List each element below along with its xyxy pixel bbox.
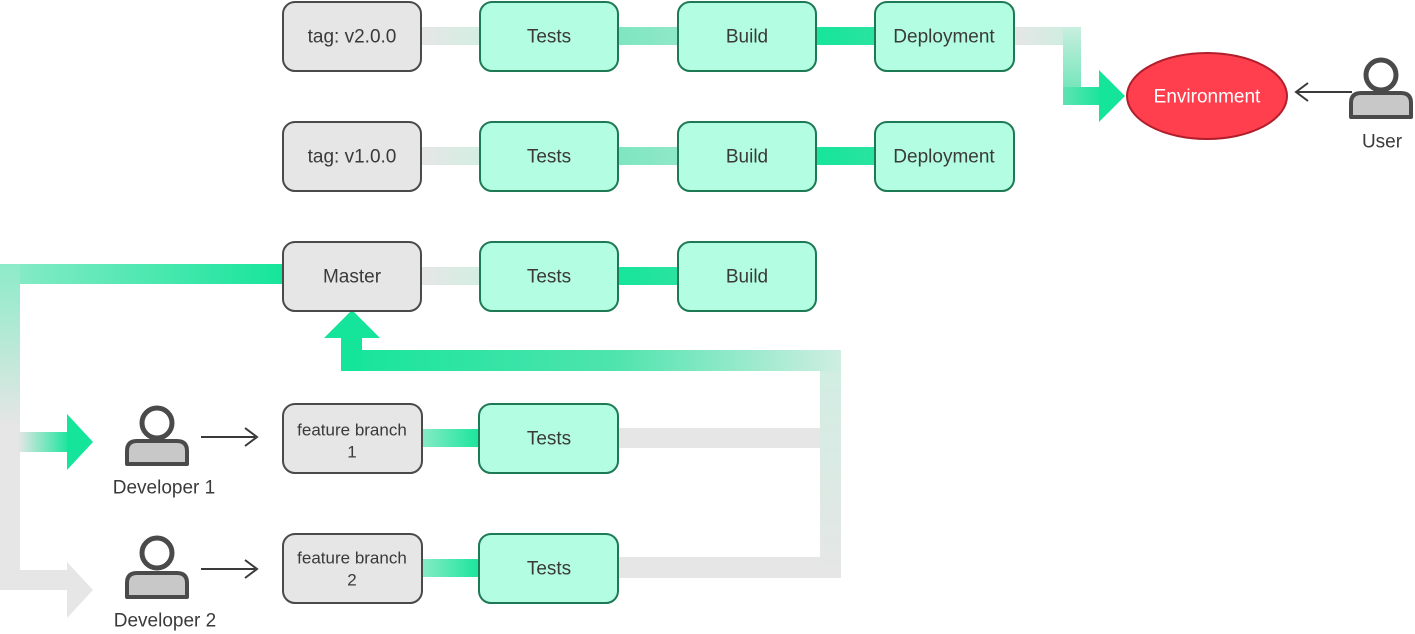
connector-tests-build xyxy=(617,267,679,285)
connector-build-deploy xyxy=(815,147,877,165)
feature-row-1: Developer 1 feature branch 1 Tests xyxy=(113,403,619,499)
pipeline-row-master: Master Tests Build xyxy=(282,241,817,312)
connector-tag2-tests xyxy=(420,27,482,45)
stage-box-build[interactable]: Build xyxy=(677,241,817,312)
connector-feature2-tests xyxy=(420,559,482,577)
stage-label: Build xyxy=(726,147,768,168)
connector-left-vertical xyxy=(0,264,20,590)
environment-label: Environment xyxy=(1154,87,1261,108)
stage-box-build[interactable]: Build xyxy=(677,1,817,72)
arrow-developer2-to-branch xyxy=(201,559,259,579)
developer-label: Developer 2 xyxy=(114,611,216,632)
arrow-developer1-to-branch xyxy=(201,427,259,447)
stage-label: Tests xyxy=(527,429,571,450)
connector-deploy-down xyxy=(1063,27,1081,105)
connectors xyxy=(0,27,1125,618)
stage-box-tests[interactable]: Tests xyxy=(479,1,619,72)
stage-label: Build xyxy=(726,267,768,288)
developer-1: Developer 1 xyxy=(113,405,215,499)
source-label: Master xyxy=(323,267,382,288)
user: User xyxy=(1349,57,1413,153)
stage-label: Deployment xyxy=(893,147,995,168)
feature-row-2: Developer 2 feature branch 2 Tests xyxy=(114,533,619,632)
developer-2: Developer 2 xyxy=(114,535,216,632)
feature-branch-number: 2 xyxy=(347,571,356,590)
connector-left-to-dev1 xyxy=(18,432,70,452)
source-label: tag: v1.0.0 xyxy=(308,147,397,168)
connector-merge-up xyxy=(341,334,362,371)
arrowhead-to-environment xyxy=(1099,70,1125,122)
person-icon xyxy=(1349,57,1413,119)
connector-tests-build xyxy=(617,27,679,45)
connector-tests-build xyxy=(617,147,679,165)
stage-label: Tests xyxy=(527,267,571,288)
developer-label: Developer 1 xyxy=(113,478,215,499)
stage-box-deployment[interactable]: Deployment xyxy=(874,121,1015,192)
arrowhead-to-developer-2 xyxy=(67,562,93,618)
connector-left-to-dev2 xyxy=(18,570,70,590)
connector-master-tests xyxy=(420,267,482,285)
feature-branch-box-2[interactable]: feature branch 2 xyxy=(282,533,423,604)
feature-branch-number: 1 xyxy=(347,443,356,462)
connector-feature2-tests-out xyxy=(615,557,840,578)
arrowhead-to-master xyxy=(324,310,380,338)
source-box-tag-v2[interactable]: tag: v2.0.0 xyxy=(282,1,422,72)
source-box-master[interactable]: Master xyxy=(282,241,422,312)
person-icon xyxy=(125,535,189,599)
feature-branch-label: feature branch xyxy=(297,549,407,568)
stage-label: Tests xyxy=(527,559,571,580)
feature-branch-label: feature branch xyxy=(297,421,407,440)
connector-feature1-tests xyxy=(420,429,482,447)
stage-box-build[interactable]: Build xyxy=(677,121,817,192)
stage-box-deployment[interactable]: Deployment xyxy=(874,1,1015,72)
person-icon xyxy=(125,405,189,466)
environment-node[interactable]: Environment xyxy=(1126,52,1288,140)
arrowhead-to-developer-1 xyxy=(67,414,93,470)
pipeline-row-2: tag: v1.0.0 Tests Build Deployment xyxy=(282,121,1015,192)
stage-label: Tests xyxy=(527,147,571,168)
feature-branch-box-1[interactable]: feature branch 1 xyxy=(282,403,423,474)
pipeline-row-1: tag: v2.0.0 Tests Build Deployment xyxy=(282,1,1015,72)
source-box-tag-v1[interactable]: tag: v1.0.0 xyxy=(282,121,422,192)
connector-build-deploy xyxy=(815,27,877,45)
connector-deploy-to-arrow xyxy=(1063,87,1103,105)
user-label: User xyxy=(1362,132,1403,153)
connector-feature1-tests-out xyxy=(615,428,840,448)
stage-label: Tests xyxy=(527,27,571,48)
stage-box-tests[interactable]: Tests xyxy=(478,533,619,604)
stage-box-tests[interactable]: Tests xyxy=(478,403,619,474)
stage-label: Build xyxy=(726,27,768,48)
stage-box-tests[interactable]: Tests xyxy=(479,121,619,192)
stage-box-tests[interactable]: Tests xyxy=(479,241,619,312)
source-label: tag: v2.0.0 xyxy=(308,27,397,48)
connector-tag1-tests xyxy=(420,147,482,165)
connector-merge-vertical xyxy=(820,350,841,578)
arrow-user-to-environment xyxy=(1294,82,1352,102)
connector-master-left xyxy=(0,264,284,284)
connector-merge-horizontal xyxy=(341,350,841,371)
stage-label: Deployment xyxy=(893,27,995,48)
